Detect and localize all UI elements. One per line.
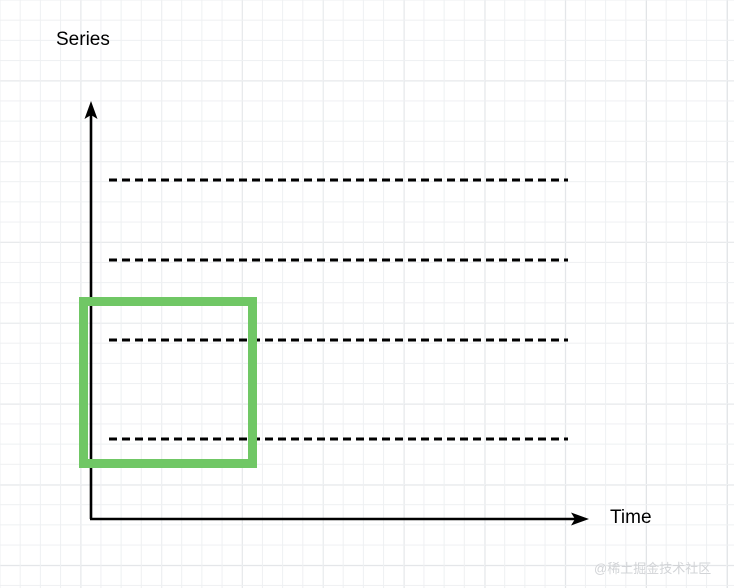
y-axis-arrowhead-icon (84, 101, 98, 119)
x-axis-arrowhead-icon (571, 512, 589, 526)
dashed-series-lines-group (109, 178, 568, 441)
y-axis-group (84, 101, 98, 519)
x-axis-label: Time (610, 507, 652, 528)
selection-box[interactable] (79, 297, 257, 468)
watermark-text: @稀土掘金技术社区 (594, 561, 712, 576)
x-axis-group (90, 512, 589, 526)
y-axis-label: Series (56, 29, 110, 50)
